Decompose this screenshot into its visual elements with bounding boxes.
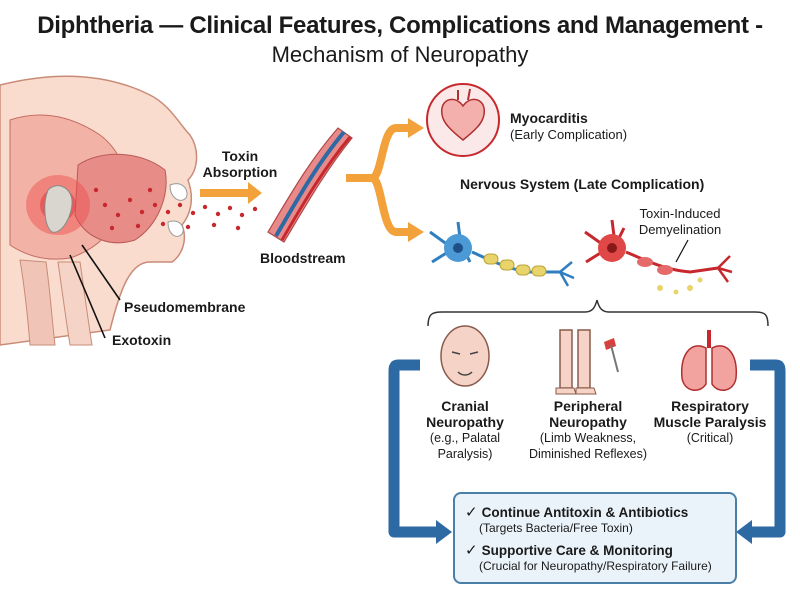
peripheral-title-line1: Peripheral <box>553 398 623 414</box>
management-item-note: (Targets Bacteria/Free Toxin) <box>479 521 633 535</box>
cranial-note-line1: (e.g., Palatal <box>429 431 501 445</box>
blood-vessel-illustration <box>267 127 353 243</box>
management-item-title: Supportive Care & Monitoring <box>481 543 673 558</box>
management-item-title: Continue Antitoxin & Antibiotics <box>481 505 689 520</box>
absorption-arrow <box>200 182 262 204</box>
legs-reflex-icon <box>555 329 619 395</box>
cranial-note-line2: Paralysis) <box>437 447 493 461</box>
toxin-absorption-line1: Toxin <box>221 148 259 164</box>
respiratory-paralysis: Respiratory Muscle Paralysis (Critical) <box>645 398 775 446</box>
peripheral-note-line2: Diminished Reflexes) <box>528 447 648 461</box>
bloodstream-label: Bloodstream <box>260 250 346 266</box>
management-arrows <box>388 359 786 538</box>
management-item-supportive: ✓Supportive Care & Monitoring <box>465 541 673 559</box>
throat-illustration <box>0 75 198 346</box>
nervous-arrowhead <box>408 222 424 242</box>
respiratory-title-line1: Respiratory <box>671 398 749 414</box>
cranial-title-line1: Cranial <box>441 398 489 414</box>
exotoxin-label: Exotoxin <box>112 332 172 348</box>
myocarditis-arrowhead <box>408 118 424 138</box>
toxin-dots <box>93 187 258 231</box>
checkmark-icon: ✓ <box>465 542 478 559</box>
demyelination-line2: Demyelination <box>638 222 722 237</box>
toxin-absorption-line2: Absorption <box>202 164 278 180</box>
healthy-neuron <box>429 221 575 287</box>
peripheral-note-line1: (Limb Weakness, <box>539 431 637 445</box>
damaged-neuron <box>584 219 733 295</box>
cranial-neuropathy: Cranial Neuropathy (e.g., Palatal Paraly… <box>405 398 525 462</box>
management-item-antitoxin: ✓Continue Antitoxin & Antibiotics <box>465 503 688 521</box>
branch-arrows <box>346 124 410 236</box>
face-icon <box>440 325 490 387</box>
peripheral-neuropathy: Peripheral Neuropathy (Limb Weakness, Di… <box>518 398 658 462</box>
demyelination-label: Toxin-Induced Demyelination <box>630 206 730 238</box>
nervous-system-title: Nervous System (Late Complication) <box>460 176 705 192</box>
checkmark-icon: ✓ <box>465 504 478 521</box>
cranial-title-line2: Neuropathy <box>426 414 504 430</box>
page-subtitle: Mechanism of Neuropathy <box>271 42 529 67</box>
myocarditis-note: (Early Complication) <box>510 127 628 142</box>
respiratory-note-line1: (Critical) <box>686 431 734 445</box>
page-title: Diphtheria — Clinical Features, Complica… <box>37 12 763 39</box>
respiratory-title-line2: Muscle Paralysis <box>653 414 767 430</box>
lungs-icon <box>681 330 737 391</box>
peripheral-title-line2: Neuropathy <box>549 414 627 430</box>
pseudomembrane-label: Pseudomembrane <box>124 299 246 315</box>
management-panel: ✓Continue Antitoxin & Antibiotics (Targe… <box>453 492 737 584</box>
right-arrowhead <box>736 520 752 544</box>
heart-icon <box>426 83 500 157</box>
grouping-brace <box>427 299 769 327</box>
left-arrowhead <box>436 520 452 544</box>
toxin-absorption-label: Toxin Absorption <box>190 148 290 180</box>
demyelination-line1: Toxin-Induced <box>639 206 721 221</box>
myocarditis-title: Myocarditis <box>510 110 588 126</box>
management-item-note: (Crucial for Neuropathy/Respiratory Fail… <box>479 559 712 573</box>
